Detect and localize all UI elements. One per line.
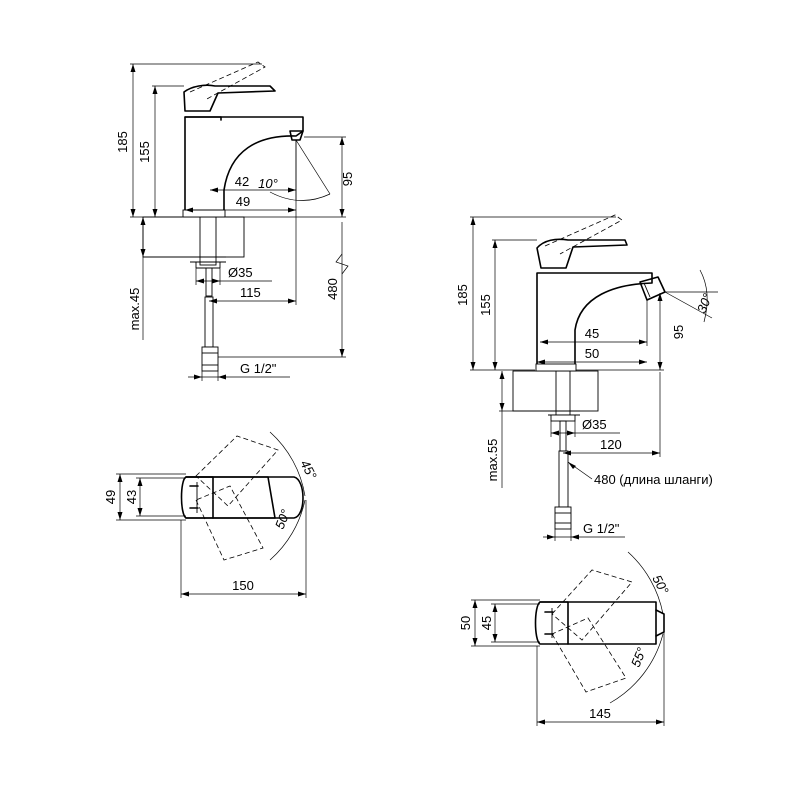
faucet-dim-49: 49: [236, 194, 250, 209]
bidet-top-dim-145: 145: [589, 706, 611, 721]
faucet-handle-swing-right: [195, 485, 264, 561]
bidet-dim-120: 120: [600, 437, 622, 452]
faucet-handle: [183, 84, 276, 112]
bidet-dim-95: 95: [671, 325, 686, 339]
bidet-top-angle-55: 55°: [628, 645, 649, 669]
faucet-supply-pipe: [205, 267, 213, 297]
faucet-dim-95: 95: [340, 172, 355, 186]
faucet-mount-block: [142, 216, 245, 258]
bidet-top-view: 50° 55° 50 45 145: [458, 551, 672, 726]
bidet-dim-dia35: Ø35: [582, 417, 607, 432]
faucet-top-body: [180, 476, 304, 519]
faucet-handle-swing-left: [195, 435, 279, 507]
bidet-thread: G 1/2": [583, 521, 620, 536]
faucet-hose: [204, 296, 214, 348]
bidet-dim-155: 155: [478, 294, 493, 316]
faucet-side-view: 185 155 95 42 10° 49 Ø35: [115, 61, 355, 381]
faucet-dim-42: 42: [235, 174, 249, 189]
faucet-spout: [184, 116, 304, 216]
faucet-aerator: [289, 130, 304, 141]
bidet-top-nozzle: [655, 609, 665, 637]
bidet-handle-swing-right: [551, 617, 627, 693]
bidet-top-angle-50: 50°: [649, 572, 671, 596]
bidet-handle: [536, 238, 628, 269]
bidet-handle-swing-left: [551, 569, 633, 641]
bidet-dim-45: 45: [585, 326, 599, 341]
bidet-dim-max55: max.55: [485, 439, 500, 482]
bidet-angle-30: 30°: [694, 291, 715, 315]
bidet-top-dim-45: 45: [479, 616, 494, 630]
bidet-dim-185: 185: [455, 284, 470, 306]
bidet-dim-50: 50: [585, 346, 599, 361]
faucet-hose-nut: [201, 346, 219, 372]
bidet-body: [536, 272, 653, 371]
faucet-top-dim-49: 49: [103, 490, 118, 504]
faucet-dim-480: 480: [325, 278, 340, 300]
bidet-hose-note: 480 (длина шланги): [594, 472, 713, 487]
bidet-top-dim-50: 50: [458, 616, 473, 630]
faucet-dim-155: 155: [137, 141, 152, 163]
faucet-dim-115: 115: [240, 285, 261, 300]
faucet-top-angle-50: 50°: [272, 507, 293, 531]
faucet-angle-10: 10°: [258, 176, 278, 191]
bidet-hose: [558, 450, 569, 508]
faucet-top-dim-150: 150: [232, 578, 254, 593]
faucet-dim-185: 185: [115, 131, 130, 153]
faucet-dim-max45: max.45: [127, 288, 142, 331]
bidet-side-view: 185 155 95 30° 45 50 Ø35: [455, 214, 718, 541]
faucet-top-dim-43: 43: [124, 490, 139, 504]
bidet-hose-nut: [554, 506, 572, 530]
bidet-mount-shank: [555, 370, 571, 416]
bidet-top-body: [534, 601, 657, 645]
faucet-dim-dia35: Ø35: [228, 265, 253, 280]
faucet-mount-shank: [199, 216, 217, 266]
faucet-top-view: 45° 50° 49 43 150: [103, 431, 320, 598]
bidet-handle-raised: [544, 214, 623, 255]
faucet-thread: G 1/2": [240, 361, 277, 376]
bidet-mount-block: [512, 370, 599, 412]
faucet-handle-raised: [189, 61, 266, 101]
faucet-body: [184, 116, 222, 216]
